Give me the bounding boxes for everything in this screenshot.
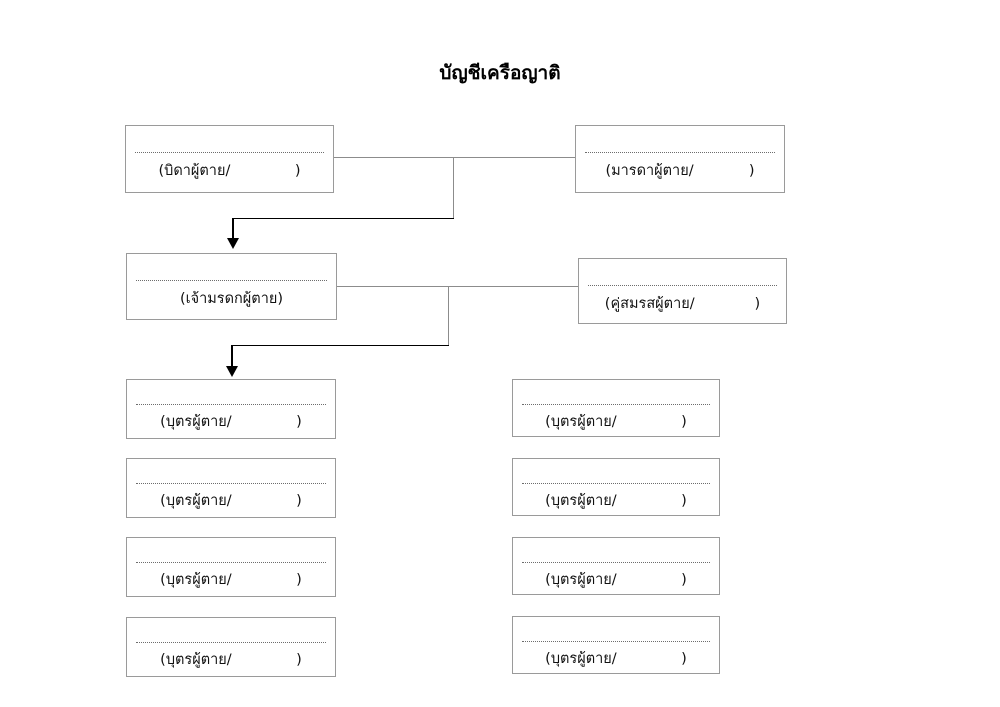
spouse-name-fill-line	[588, 285, 777, 286]
arrow-parents-to-deceased-shaft	[232, 218, 234, 240]
spouse-label: (คู่สมรสผู้ตาย/ )	[604, 296, 761, 312]
child-right-1-fill-line	[522, 404, 710, 405]
connector-couple-elbow	[232, 345, 449, 346]
node-child-left-4[interactable]: (บุตรผู้ตาย/ )	[126, 617, 336, 677]
child-left-2-fill-line	[136, 483, 326, 484]
node-child-left-2[interactable]: (บุตรผู้ตาย/ )	[126, 458, 336, 518]
arrow-couple-to-children-head	[226, 366, 238, 377]
child-left-4-label: (บุตรผู้ตาย/ )	[160, 652, 302, 668]
father-label: (บิดาผู้ตาย/ )	[158, 163, 301, 179]
node-mother[interactable]: (มารดาผู้ตาย/ )	[575, 125, 785, 193]
connector-father-mother	[334, 157, 575, 158]
deceased-label: (เจ้ามรดกผู้ตาย)	[179, 291, 283, 307]
child-left-1-fill-line	[136, 404, 326, 405]
child-left-1-label: (บุตรผู้ตาย/ )	[160, 414, 302, 430]
node-father[interactable]: (บิดาผู้ตาย/ )	[125, 125, 334, 193]
child-right-3-label: (บุตรผู้ตาย/ )	[545, 572, 687, 588]
node-child-right-1[interactable]: (บุตรผู้ตาย/ )	[512, 379, 720, 437]
mother-name-fill-line	[585, 152, 775, 153]
connector-parents-drop	[453, 157, 454, 218]
child-right-2-label: (บุตรผู้ตาย/ )	[545, 493, 687, 509]
node-child-right-4[interactable]: (บุตรผู้ตาย/ )	[512, 616, 720, 674]
connector-parents-elbow	[233, 218, 454, 219]
child-right-2-fill-line	[522, 483, 710, 484]
node-spouse[interactable]: (คู่สมรสผู้ตาย/ )	[578, 258, 787, 324]
connector-couple-drop	[448, 286, 449, 345]
mother-label: (มารดาผู้ตาย/ )	[605, 163, 755, 179]
child-right-4-fill-line	[522, 641, 710, 642]
node-child-left-3[interactable]: (บุตรผู้ตาย/ )	[126, 537, 336, 597]
father-name-fill-line	[135, 152, 324, 153]
node-child-left-1[interactable]: (บุตรผู้ตาย/ )	[126, 379, 336, 439]
child-left-3-fill-line	[136, 562, 326, 563]
deceased-name-fill-line	[136, 280, 327, 281]
child-left-3-label: (บุตรผู้ตาย/ )	[160, 572, 302, 588]
arrow-parents-to-deceased-head	[227, 238, 239, 249]
child-left-2-label: (บุตรผู้ตาย/ )	[160, 493, 302, 509]
child-right-4-label: (บุตรผู้ตาย/ )	[545, 651, 687, 667]
child-right-1-label: (บุตรผู้ตาย/ )	[545, 414, 687, 430]
node-child-right-3[interactable]: (บุตรผู้ตาย/ )	[512, 537, 720, 595]
child-left-4-fill-line	[136, 642, 326, 643]
child-right-3-fill-line	[522, 562, 710, 563]
node-deceased[interactable]: (เจ้ามรดกผู้ตาย)	[126, 253, 337, 320]
page-title: บัญชีเครือญาติ	[439, 62, 561, 84]
connector-deceased-spouse	[337, 286, 578, 287]
arrow-couple-to-children-shaft	[231, 345, 233, 368]
node-child-right-2[interactable]: (บุตรผู้ตาย/ )	[512, 458, 720, 516]
